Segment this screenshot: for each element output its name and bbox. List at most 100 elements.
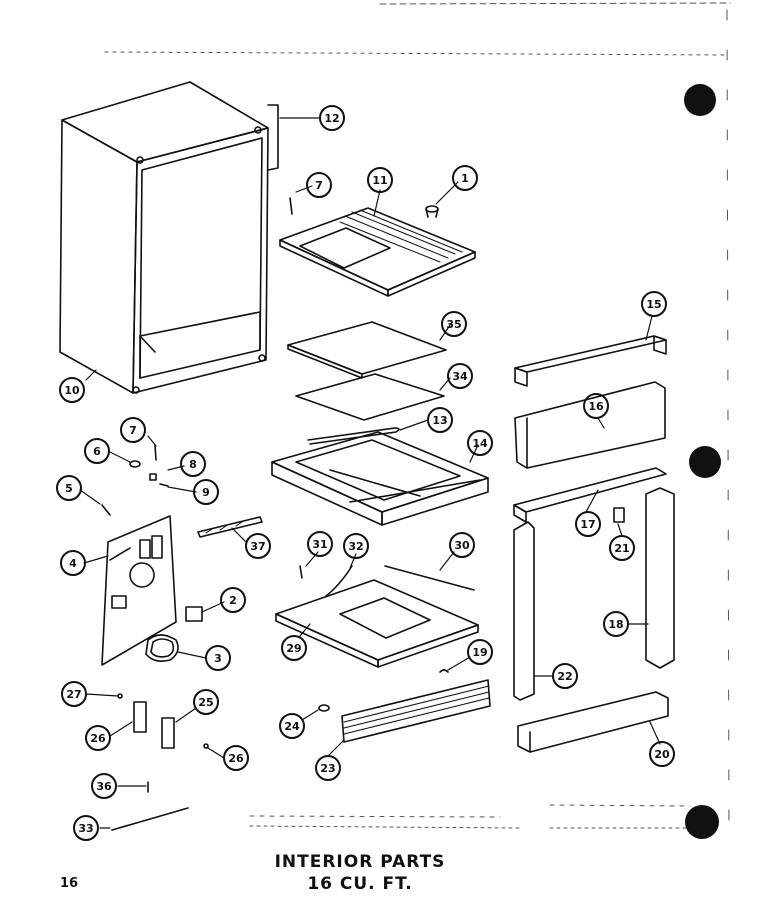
callout-19: 19 bbox=[467, 639, 493, 665]
callout-27: 27 bbox=[61, 681, 87, 707]
door-shelf-mid bbox=[513, 467, 667, 523]
door-shelf-upper bbox=[514, 335, 667, 387]
callout-36: 36 bbox=[91, 773, 117, 799]
shelf-rod bbox=[384, 565, 475, 591]
callout-16: 16 bbox=[583, 393, 609, 419]
svg-text:4: 4 bbox=[69, 557, 77, 570]
svg-text:6: 6 bbox=[93, 445, 101, 458]
svg-text:10: 10 bbox=[64, 384, 80, 397]
door-liner-strip-right bbox=[645, 487, 675, 669]
callout-5: 5 bbox=[56, 475, 82, 501]
callout-23: 23 bbox=[315, 755, 341, 781]
callout-35: 35 bbox=[441, 311, 467, 337]
freezer-frame bbox=[271, 431, 489, 526]
divider-panel bbox=[295, 373, 445, 421]
binder-hole-marks bbox=[684, 84, 721, 839]
svg-text:5: 5 bbox=[65, 482, 73, 495]
leader-lines bbox=[79, 117, 661, 829]
callout-8: 8 bbox=[180, 451, 206, 477]
svg-text:17: 17 bbox=[580, 518, 595, 531]
svg-text:25: 25 bbox=[198, 696, 213, 709]
rack-strip bbox=[197, 516, 263, 538]
callout-9: 9 bbox=[193, 479, 219, 505]
callout-29: 29 bbox=[281, 635, 307, 661]
svg-text:14: 14 bbox=[472, 437, 488, 450]
svg-text:12: 12 bbox=[324, 112, 339, 125]
small-fasteners bbox=[101, 460, 169, 516]
svg-text:11: 11 bbox=[372, 174, 387, 187]
callout-32: 32 bbox=[343, 533, 369, 559]
svg-text:18: 18 bbox=[608, 618, 623, 631]
svg-text:15: 15 bbox=[646, 298, 661, 311]
svg-text:29: 29 bbox=[286, 642, 301, 655]
diagram-subtitle: 16 CU. FT. bbox=[307, 874, 413, 894]
svg-text:30: 30 bbox=[454, 539, 470, 552]
scan-edge-artifacts bbox=[104, 2, 731, 841]
callout-22: 22 bbox=[552, 663, 578, 689]
cabinet-shell bbox=[59, 81, 269, 394]
svg-text:7: 7 bbox=[315, 179, 323, 192]
callout-7-left: 7 bbox=[120, 417, 146, 443]
callout-18: 18 bbox=[603, 611, 629, 637]
svg-text:8: 8 bbox=[189, 458, 197, 471]
svg-text:24: 24 bbox=[284, 720, 300, 733]
svg-text:23: 23 bbox=[320, 762, 335, 775]
callout-26-left: 26 bbox=[85, 725, 111, 751]
callout-10: 10 bbox=[59, 377, 85, 403]
cabinet-trim-bracket bbox=[267, 104, 279, 171]
page-number: 16 bbox=[60, 876, 79, 891]
callout-30: 30 bbox=[449, 532, 475, 558]
svg-text:36: 36 bbox=[96, 780, 112, 793]
callout-20: 20 bbox=[649, 741, 675, 767]
svg-text:35: 35 bbox=[446, 318, 461, 331]
svg-text:32: 32 bbox=[348, 540, 363, 553]
svg-text:31: 31 bbox=[312, 538, 327, 551]
callout-1: 1 bbox=[452, 165, 478, 191]
callout-25: 25 bbox=[193, 689, 219, 715]
pan-cover bbox=[275, 579, 479, 668]
callout-37: 37 bbox=[245, 533, 271, 559]
callout-2: 2 bbox=[220, 587, 246, 613]
gasket-rod bbox=[307, 427, 400, 445]
callout-7-top: 7 bbox=[306, 172, 332, 198]
svg-text:26: 26 bbox=[228, 752, 244, 765]
callout-21: 21 bbox=[609, 535, 635, 561]
callout-24: 24 bbox=[279, 713, 305, 739]
clip-and-tube bbox=[299, 565, 353, 597]
thermostat-block bbox=[185, 606, 203, 622]
svg-text:3: 3 bbox=[214, 652, 222, 665]
callout-14: 14 bbox=[467, 430, 493, 456]
callout-34: 34 bbox=[447, 363, 473, 389]
svg-text:20: 20 bbox=[654, 748, 670, 761]
svg-text:19: 19 bbox=[472, 646, 487, 659]
door-shelf-bin bbox=[514, 381, 666, 469]
diagram-title: INTERIOR PARTS bbox=[274, 852, 446, 872]
svg-text:37: 37 bbox=[250, 540, 265, 553]
svg-text:34: 34 bbox=[452, 370, 468, 383]
bezel-ring bbox=[145, 634, 179, 662]
callout-6: 6 bbox=[84, 438, 110, 464]
callout-17: 17 bbox=[575, 511, 601, 537]
screws-and-wire bbox=[111, 781, 189, 831]
svg-text:2: 2 bbox=[229, 594, 237, 607]
svg-text:13: 13 bbox=[432, 414, 447, 427]
svg-text:21: 21 bbox=[614, 542, 629, 555]
svg-text:26: 26 bbox=[90, 732, 106, 745]
svg-text:16: 16 bbox=[588, 400, 604, 413]
shelf-retainer bbox=[613, 507, 625, 523]
svg-text:27: 27 bbox=[66, 688, 81, 701]
control-knob bbox=[425, 205, 439, 218]
shelf-supports bbox=[117, 693, 209, 749]
callout-4: 4 bbox=[60, 550, 86, 576]
callout-33: 33 bbox=[73, 815, 99, 841]
svg-text:7: 7 bbox=[129, 424, 137, 437]
top-panel bbox=[279, 207, 476, 297]
door-liner-strip-left bbox=[513, 521, 535, 701]
door-shelf-bottom bbox=[517, 691, 669, 753]
callout-15: 15 bbox=[641, 291, 667, 317]
insulation-panel bbox=[287, 321, 447, 379]
small-clips bbox=[318, 669, 449, 712]
callout-12: 12 bbox=[319, 105, 345, 131]
